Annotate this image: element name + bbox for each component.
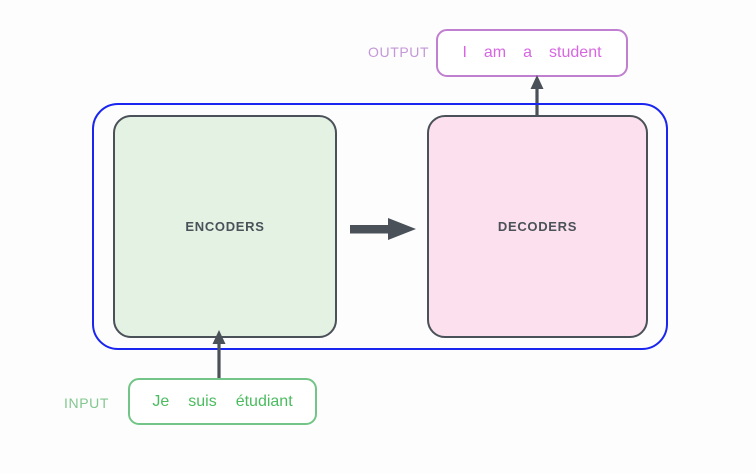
input-token: étudiant [235,392,293,410]
encoders-to-decoders-arrow [350,218,416,240]
output-box: I am a student [436,29,628,77]
transformer-container [92,103,668,350]
encoders-label: ENCODERS [185,219,265,234]
output-token: student [549,44,602,61]
decoders-block: DECODERS [427,115,648,338]
encoders-block: ENCODERS [113,115,337,338]
decoders-to-output-arrow [530,75,544,117]
output-label: OUTPUT [368,44,430,60]
input-label: INPUT [64,395,109,411]
output-token: I [462,44,467,61]
input-token: Je [152,392,170,410]
decoders-label: DECODERS [497,219,578,234]
input-to-encoders-arrow [212,330,226,380]
output-token: am [483,44,507,61]
input-box: Je suis étudiant [128,378,317,425]
output-token: a [523,44,533,61]
input-token: suis [188,392,217,410]
